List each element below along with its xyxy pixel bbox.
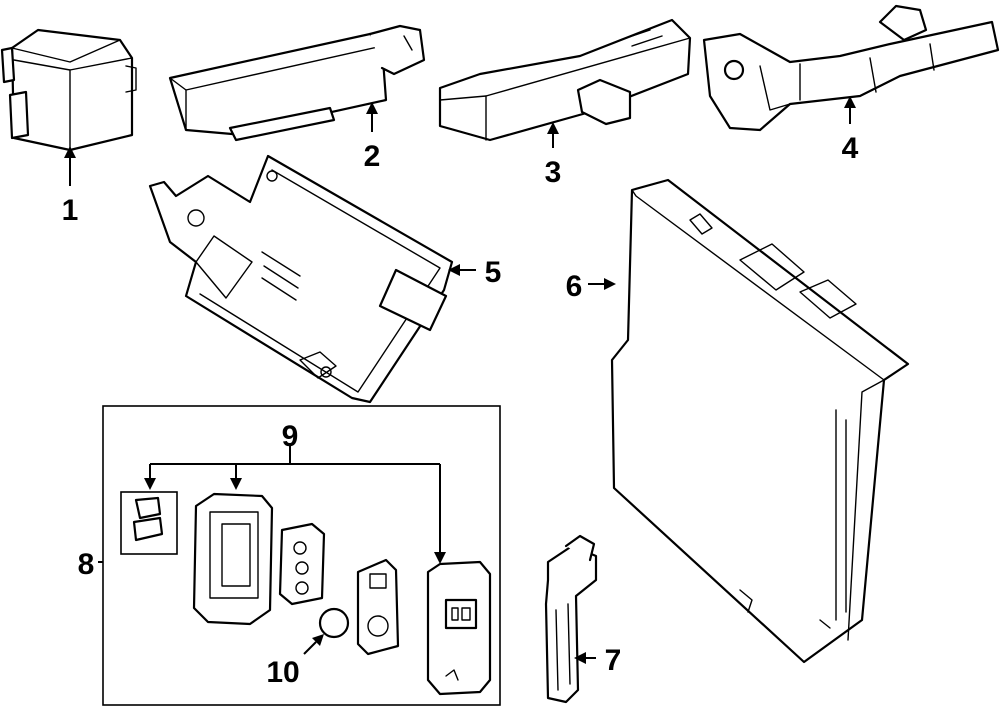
part-6-ecu[interactable] bbox=[610, 178, 910, 664]
callout-9: 9 bbox=[282, 420, 299, 453]
part-9-button-pad[interactable] bbox=[278, 522, 326, 606]
callout-3: 3 bbox=[545, 156, 562, 189]
part-1-module[interactable] bbox=[0, 28, 137, 152]
callout-4: 4 bbox=[842, 132, 859, 165]
part-3-antenna[interactable] bbox=[438, 18, 692, 142]
leader-7 bbox=[574, 652, 596, 664]
callout-10: 10 bbox=[266, 656, 299, 689]
leader-4 bbox=[844, 96, 856, 124]
leader-6 bbox=[588, 278, 616, 290]
part-10-battery[interactable] bbox=[318, 607, 350, 639]
part-7-key[interactable] bbox=[544, 534, 598, 704]
part-9-pads[interactable] bbox=[120, 491, 178, 555]
callout-5: 5 bbox=[485, 256, 502, 289]
leader-10 bbox=[303, 634, 324, 655]
part-9-case[interactable] bbox=[192, 492, 274, 626]
leader-3 bbox=[547, 122, 559, 148]
callout-8: 8 bbox=[78, 548, 95, 581]
callout-1: 1 bbox=[62, 194, 79, 227]
callout-7: 7 bbox=[605, 644, 622, 677]
part-9-circuit-board[interactable] bbox=[356, 558, 400, 656]
part-4-bracket[interactable] bbox=[702, 4, 1000, 132]
leader-2 bbox=[366, 102, 378, 132]
leader-5 bbox=[448, 264, 476, 276]
callout-6: 6 bbox=[566, 270, 583, 303]
part-9-remote-housing[interactable] bbox=[426, 560, 492, 696]
part-5-module[interactable] bbox=[148, 154, 454, 404]
part-2-antenna[interactable] bbox=[168, 24, 426, 142]
callout-2: 2 bbox=[364, 140, 381, 173]
kit-frame bbox=[102, 405, 501, 706]
leader-1 bbox=[64, 146, 76, 186]
leader-9 bbox=[144, 446, 446, 564]
